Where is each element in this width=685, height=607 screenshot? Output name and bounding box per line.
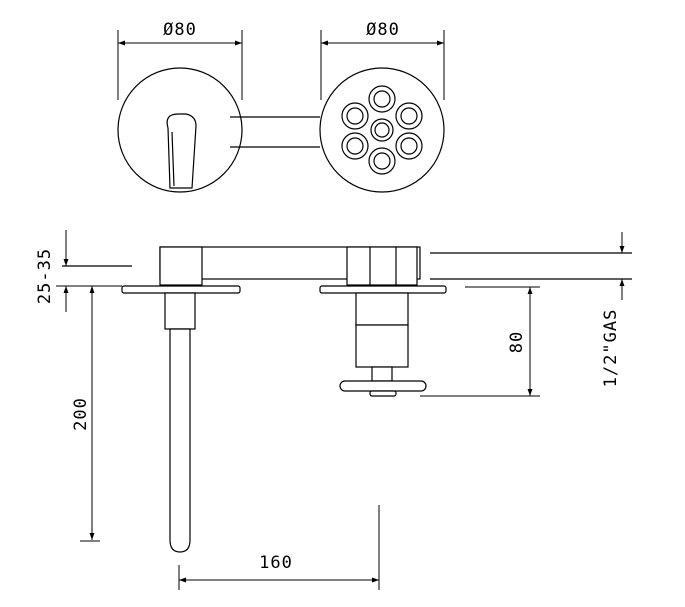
dim-left-diameter: Ø80 (117, 20, 243, 100)
dim-spout-projection: 160 (178, 505, 380, 590)
spout-height-label: 200 (71, 397, 91, 431)
spout-block (159, 246, 203, 286)
left-diameter-label: Ø80 (163, 20, 197, 40)
spout-pipe (169, 328, 191, 553)
dim-wall-thickness: 25-35 (35, 230, 122, 312)
spout-wall-plate (121, 285, 241, 294)
right-diameter-label: Ø80 (366, 20, 400, 40)
spout-escutcheon-top (117, 67, 243, 193)
dim-handle-depth: 80 (420, 286, 540, 397)
handle-wall-plate (319, 285, 447, 294)
side-view: 25-35 200 80 1/2"GAS 160 (35, 230, 632, 590)
handle-escutcheon-top (319, 67, 445, 193)
top-view: Ø80 Ø80 (117, 20, 445, 193)
handle-cartridge-top (355, 292, 409, 326)
dim-connection-thread: 1/2"GAS (601, 232, 625, 388)
handle-stem (371, 366, 393, 382)
spout-neck (164, 292, 196, 330)
handle-cartridge-bottom (355, 324, 409, 368)
connection-thread-label: 1/2"GAS (601, 309, 621, 388)
flower-handle-icon (341, 85, 423, 175)
wall-thickness-label: 25-35 (35, 248, 55, 304)
handle-depth-label: 80 (507, 331, 527, 353)
dim-right-diameter: Ø80 (320, 20, 445, 100)
flower-handle-side (339, 380, 427, 392)
handle-body-block (346, 246, 418, 286)
dim-spout-height: 200 (71, 286, 100, 542)
spout-projection-label: 160 (259, 553, 293, 573)
